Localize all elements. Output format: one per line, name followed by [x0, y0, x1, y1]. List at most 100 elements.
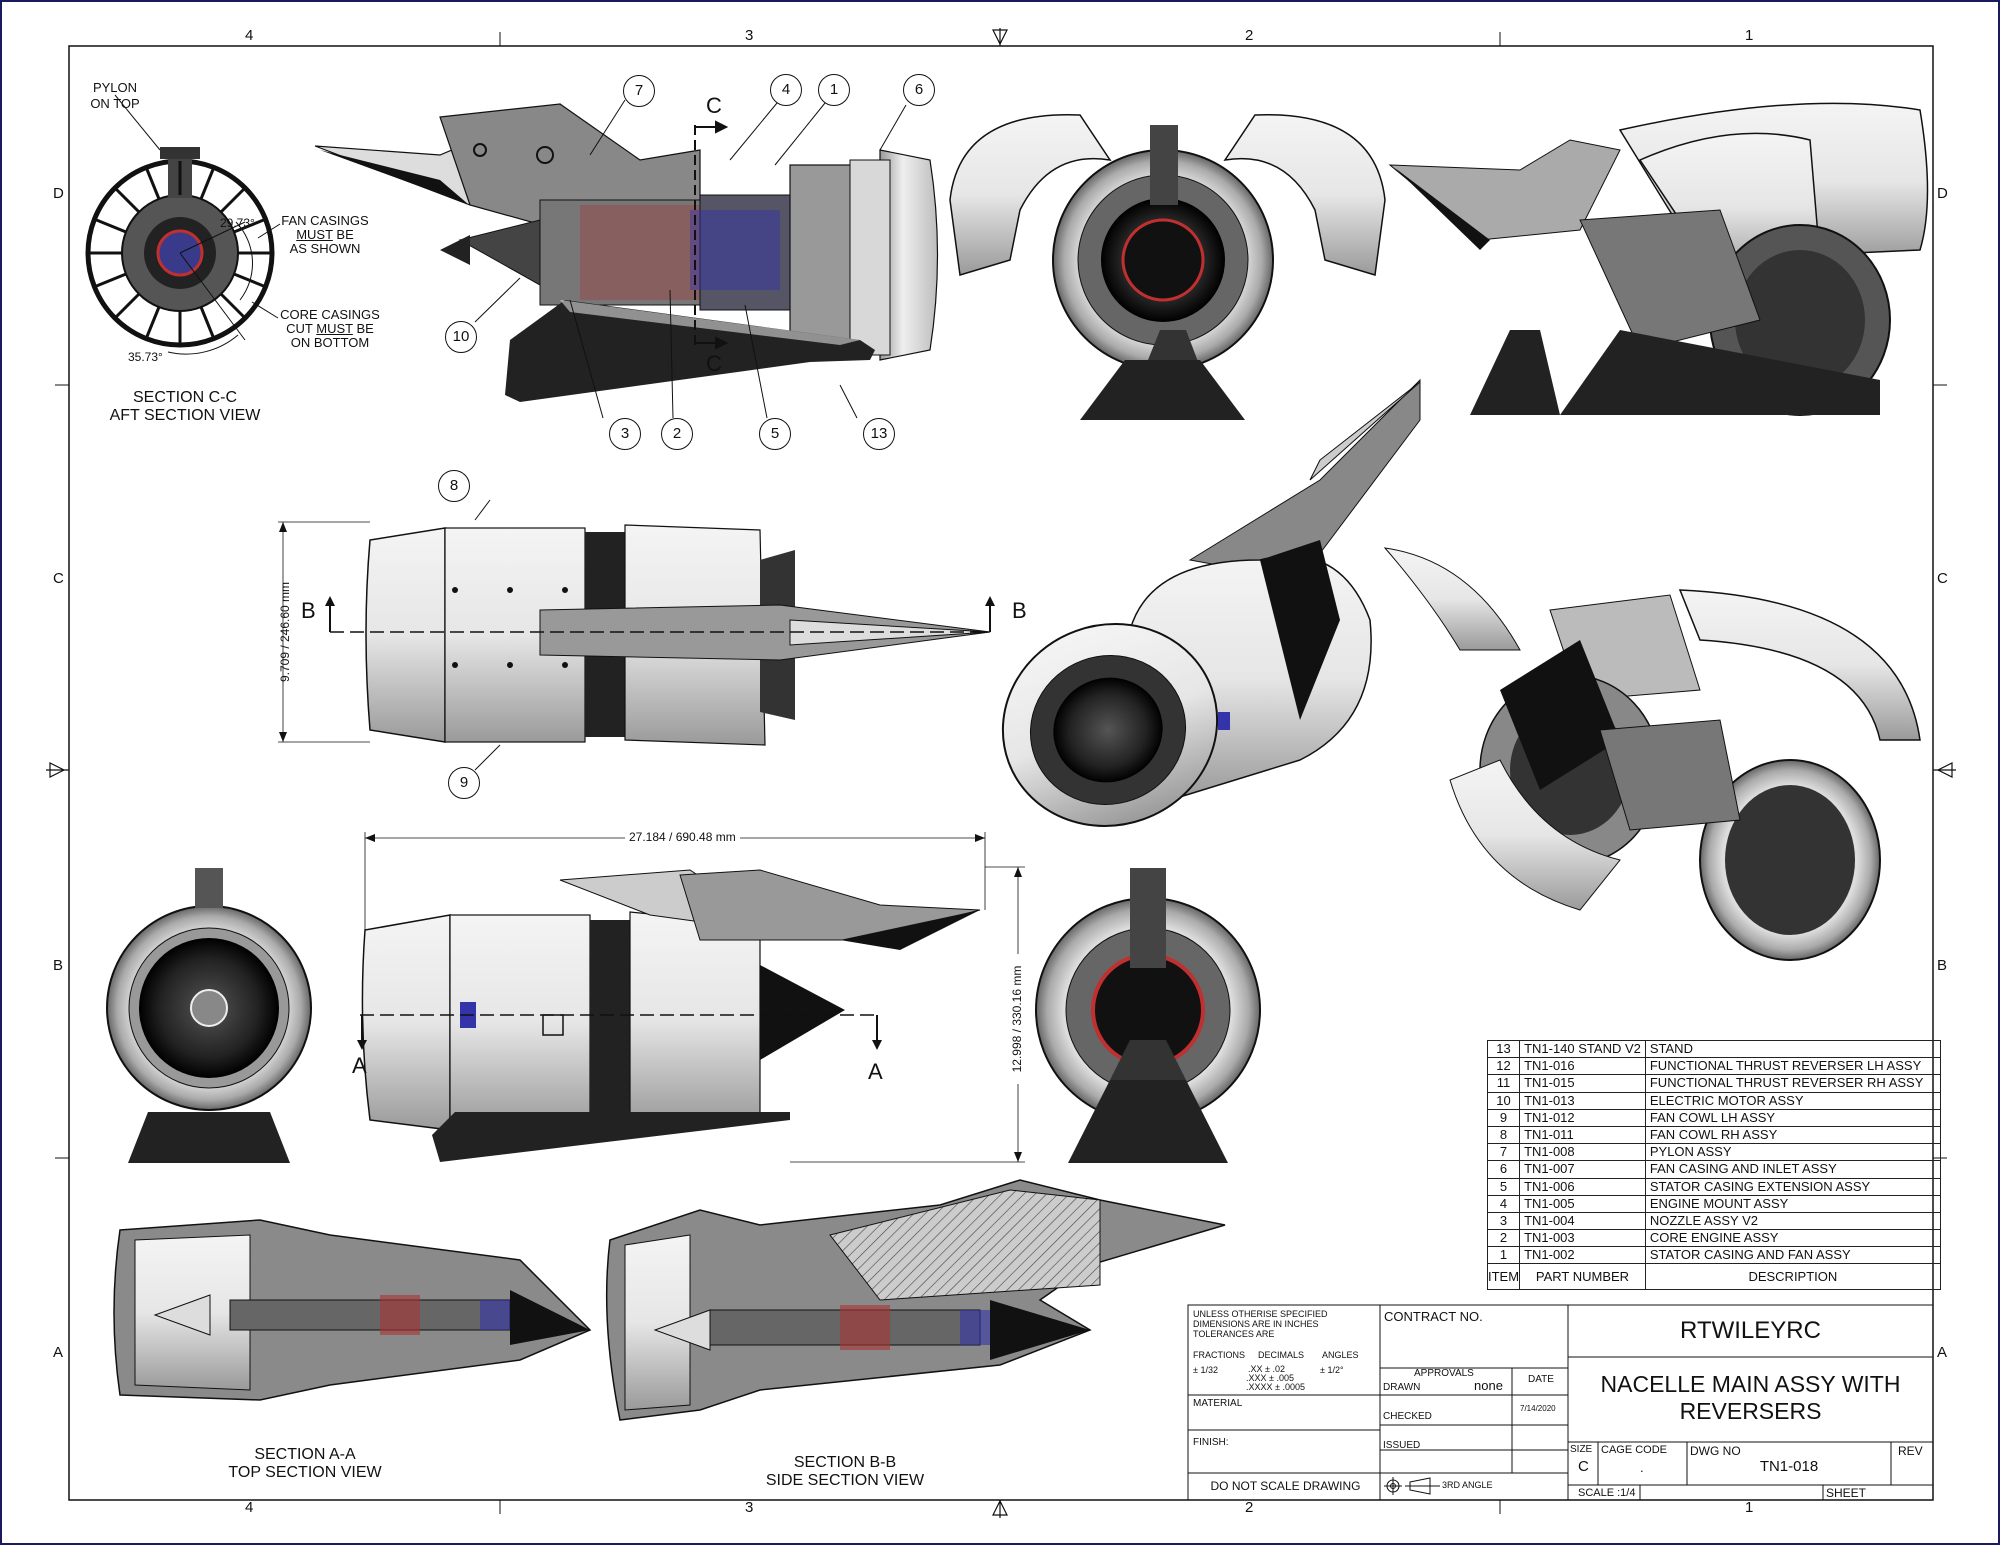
side-view-top	[314, 103, 939, 402]
balloon-leaders	[474, 99, 907, 419]
zone-row-b-right: B	[1937, 957, 1948, 974]
zone-row-c-right: C	[1937, 570, 1948, 587]
bom-item-number: 5	[1486, 1177, 1521, 1196]
fan-note-line1: FAN CASINGS	[281, 213, 369, 228]
core-note-be: BE	[352, 321, 374, 336]
bom-item-number: 9	[1486, 1108, 1521, 1127]
bom-part-number: TN1-004	[1519, 1211, 1646, 1231]
bom-part-number: TN1-015	[1519, 1074, 1646, 1093]
zone-col-4-top: 4	[245, 27, 254, 44]
bom-description: FUNCTIONAL THRUST REVERSER LH ASSY	[1644, 1057, 1941, 1076]
tolerance-note-2: DIMENSIONS ARE IN INCHES	[1193, 1319, 1319, 1329]
bom-description: STAND	[1644, 1039, 1941, 1059]
dwg-no-label: DWG NO	[1690, 1444, 1741, 1458]
section-aa-view	[113, 1219, 592, 1401]
rev-label: REV	[1898, 1444, 1923, 1458]
approvals-label: APPROVALS	[1414, 1368, 1474, 1379]
core-note-line3: ON BOTTOM	[290, 335, 370, 350]
bom-item-number: 3	[1486, 1211, 1521, 1231]
fan-note-line3: AS SHOWN	[289, 241, 361, 256]
section-bb-view	[605, 1179, 1226, 1421]
section-a-left-letter: A	[352, 1053, 367, 1078]
balloon-1: 1	[818, 74, 850, 106]
title-block-frame	[1187, 1304, 1934, 1501]
bom-description: FAN COWL RH ASSY	[1644, 1125, 1941, 1145]
bom-item-number: 12	[1486, 1057, 1521, 1076]
dwg-no-value: TN1-018	[1759, 1458, 1819, 1475]
balloon-9: 9	[448, 767, 480, 799]
bom-part-number: TN1-011	[1519, 1125, 1646, 1145]
bom-description: PYLON ASSY	[1644, 1143, 1941, 1162]
bom-item-number: 10	[1486, 1091, 1521, 1110]
bom-part-number: TN1-002	[1519, 1246, 1646, 1265]
checked-label: CHECKED	[1383, 1411, 1432, 1422]
size-label: SIZE	[1570, 1444, 1593, 1455]
sheet-label: SHEET	[1826, 1486, 1867, 1500]
third-angle-symbol-icon	[1384, 1477, 1440, 1495]
fractions-label: FRACTIONS	[1193, 1350, 1246, 1360]
scale-label: SCALE :1/4	[1578, 1487, 1636, 1499]
section-cc-arrows	[694, 120, 729, 350]
section-aa-subtitle: TOP SECTION VIEW	[228, 1464, 382, 1481]
bom-part-number: TN1-008	[1519, 1143, 1646, 1162]
fan-note-must: MUST	[296, 227, 333, 242]
bom-description: STATOR CASING EXTENSION ASSY	[1644, 1177, 1941, 1196]
section-bb-subtitle: SIDE SECTION VIEW	[765, 1472, 925, 1489]
bom-item-number: 4	[1486, 1194, 1521, 1213]
checked-date-value: 7/14/2020	[1520, 1404, 1556, 1413]
section-a-right-letter: A	[868, 1059, 883, 1084]
section-cc-title: SECTION C-C	[133, 389, 237, 406]
angle-tolerance: ± 1/2°	[1320, 1365, 1344, 1375]
side-view	[357, 832, 1025, 1163]
iso-view-center	[1001, 378, 1421, 827]
angle-35-73: 35.73°	[128, 350, 163, 364]
angle-29-73: 29.73°	[220, 216, 255, 230]
iso-view-exploded	[1383, 547, 1921, 961]
core-note-must: MUST	[316, 321, 353, 336]
zone-row-c-left: C	[53, 570, 64, 587]
section-cc-view	[85, 94, 281, 355]
balloon-6: 6	[903, 74, 935, 106]
bom-description: FAN COWL LH ASSY	[1644, 1108, 1941, 1127]
bom-item-number: 8	[1486, 1125, 1521, 1145]
zone-col-1-bottom: 1	[1745, 1499, 1754, 1516]
section-bb-title: SECTION B-B	[793, 1454, 897, 1471]
front-view	[106, 868, 312, 1163]
section-bb-caption: SECTION B-B SIDE SECTION VIEW	[755, 1454, 935, 1490]
bom-item-number: 6	[1486, 1160, 1521, 1179]
bom-item-number: 1	[1486, 1246, 1521, 1265]
bom-description: FAN CASING AND INLET ASSY	[1644, 1160, 1941, 1179]
bom-description: FUNCTIONAL THRUST REVERSER RH ASSY	[1644, 1074, 1941, 1093]
section-aa-title: SECTION A-A	[254, 1446, 356, 1463]
dim-overall-height: 12.998 / 330.16 mm	[1010, 954, 1024, 1084]
bom-part-number: TN1-006	[1519, 1177, 1646, 1196]
drawing-title-line1: NACELLE MAIN ASSY WITH	[1600, 1371, 1901, 1397]
zone-row-d-left: D	[53, 185, 64, 202]
bom-part-number: TN1-140 STAND V2	[1519, 1039, 1646, 1059]
drawn-label: DRAWN	[1383, 1382, 1421, 1393]
bom-part-number: TN1-003	[1519, 1229, 1646, 1248]
center-marks	[46, 28, 1956, 1518]
balloon-3: 3	[609, 418, 641, 450]
bom-description: NOZZLE ASSY V2	[1644, 1211, 1941, 1231]
drawn-by-value: none	[1474, 1378, 1503, 1393]
bom-item-number: 2	[1486, 1229, 1521, 1248]
zone-col-2-top: 2	[1245, 27, 1254, 44]
tolerance-note-3: TOLERANCES ARE	[1193, 1329, 1275, 1339]
cage-code-value: .	[1640, 1460, 1644, 1475]
zone-row-a-left: A	[53, 1344, 64, 1361]
balloon-13: 13	[863, 418, 895, 450]
section-cc-subtitle: AFT SECTION VIEW	[109, 407, 261, 424]
balloon-5: 5	[759, 418, 791, 450]
top-view	[278, 499, 995, 771]
drawing-title: NACELLE MAIN ASSY WITH REVERSERS	[1568, 1371, 1933, 1425]
bom-header-part: PART NUMBER	[1519, 1263, 1646, 1291]
